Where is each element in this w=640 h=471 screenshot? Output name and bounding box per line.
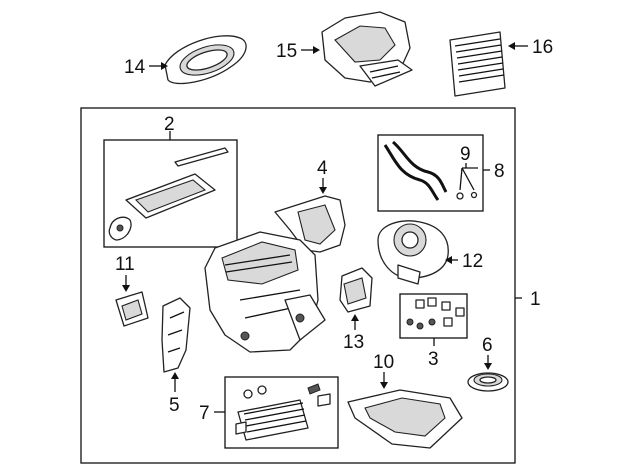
callout-11: 11	[115, 254, 135, 275]
part-12-blower	[377, 220, 449, 285]
part-13-actuator	[339, 267, 373, 313]
part-6-seal	[467, 372, 509, 392]
callout-7: 7	[199, 403, 210, 424]
part-7-heater-core	[235, 383, 331, 441]
callout-4: 4	[317, 158, 328, 179]
part-15-cover	[321, 11, 413, 87]
callout-13: 13	[343, 332, 364, 353]
part-11-resistor	[115, 291, 149, 327]
callout-14: 14	[124, 57, 146, 78]
callout-8: 8	[494, 161, 505, 182]
callout-15: 15	[276, 41, 297, 62]
callout-5: 5	[169, 395, 180, 416]
part-8-tubes	[383, 140, 478, 201]
callout-10: 10	[373, 352, 394, 373]
part-10-drain-pan	[347, 389, 463, 449]
callout-2: 2	[164, 114, 175, 135]
part-2-kit	[108, 147, 229, 241]
part-3-hardware	[406, 297, 465, 330]
part-14-duct	[164, 35, 247, 85]
part-16-filter	[449, 31, 506, 97]
part-8-kit-box	[377, 134, 484, 212]
callout-12: 12	[462, 251, 483, 272]
callout-3: 3	[428, 349, 439, 370]
callout-1: 1	[530, 289, 541, 310]
part-5-bracket	[161, 297, 191, 373]
callout-6: 6	[482, 335, 493, 356]
part-4-hvac-housing	[204, 195, 346, 353]
assembly-frame	[80, 107, 516, 464]
callout-16: 16	[532, 37, 553, 58]
callout-9: 9	[460, 144, 471, 165]
